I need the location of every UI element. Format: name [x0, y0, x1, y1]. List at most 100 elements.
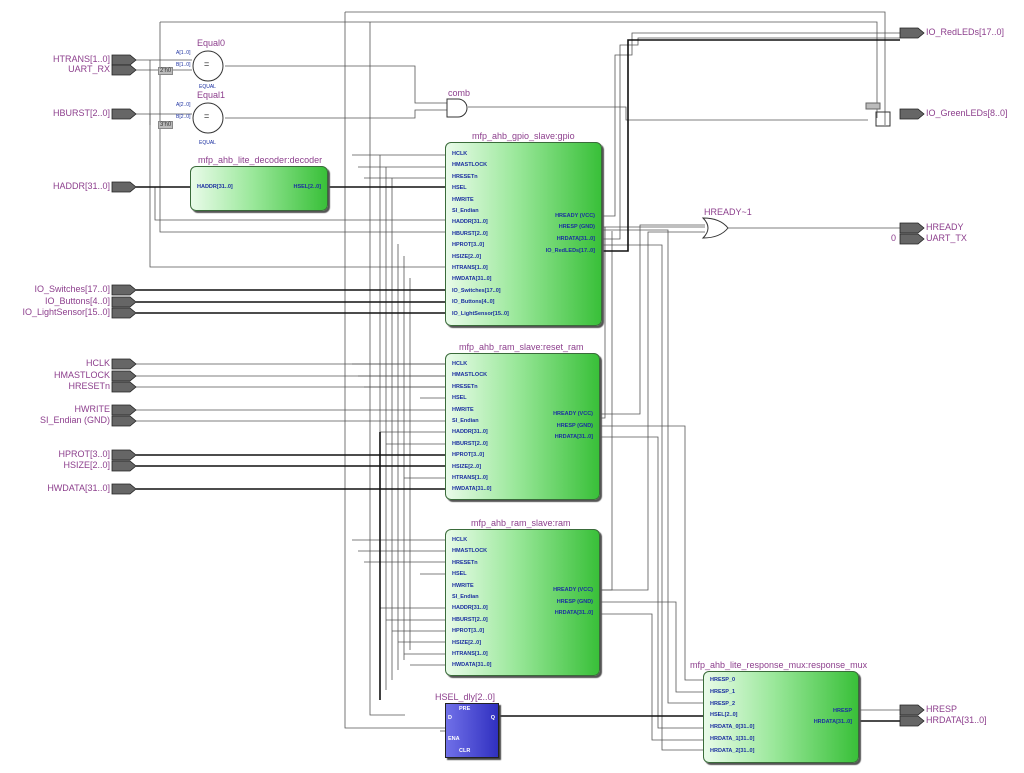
mux-input-port: HRESP_1 [710, 688, 736, 695]
gpio-input-port: HRESETn [452, 173, 478, 180]
reset-ram-input-port: HMASTLOCK [452, 372, 488, 379]
decoder-port-hsel: HSEL[2..0] [293, 184, 321, 190]
reset-ram-title: mfp_ahb_ram_slave:reset_ram [459, 342, 584, 352]
decoder-block[interactable]: HADDR[31..0] HSEL[2..0] [190, 166, 328, 211]
input-si-endian: SI_Endian (GND) [39, 415, 110, 425]
reset-ram-input-port: SI_Endian [452, 418, 479, 424]
gpio-output-port: HREADY (VCC) [555, 213, 595, 219]
hsel-dly-flop[interactable]: PRE D Q ENA CLR [445, 703, 499, 758]
mux-input-port: HRDATA_2[31..0] [710, 747, 755, 754]
reset-ram-input-port: HSIZE[2..0] [452, 463, 482, 470]
reset-ram-input-port: HPROT[3..0] [452, 452, 485, 459]
mux-output-port: HRDATA[31..0] [813, 719, 852, 725]
ram-input-port: HSIZE[2..0] [452, 639, 482, 646]
ram-input-port: HRESETn [452, 559, 478, 566]
equal0-port-b: B[1..0] [176, 62, 191, 68]
input-hsize: HSIZE[2..0] [63, 460, 110, 470]
output-hready: HREADY [926, 222, 964, 232]
equal1-symbol [192, 102, 224, 134]
mux-input-port: HRESP_2 [710, 700, 736, 707]
reset-ram-input-port: HADDR[31..0] [452, 429, 488, 436]
equal1-sub: EQUAL [199, 140, 216, 146]
equal1-const: 3'h0 [158, 121, 174, 129]
reset-ram-input-port: HBURST[2..0] [452, 440, 488, 447]
equal0-sub: EQUAL [199, 84, 216, 90]
ram-input-port: HCLK [452, 537, 468, 543]
gpio-input-port: HTRANS[1..0] [452, 265, 488, 271]
reset-ram-input-port: HRESETn [452, 383, 478, 390]
ram-input-port: HPROT[3..0] [452, 628, 485, 635]
mux-input-port: HSEL[2..0] [710, 712, 738, 719]
gpio-input-port: SI_Endian [452, 208, 479, 214]
equal0-symbol [192, 50, 224, 82]
gpio-input-port: HADDR[31..0] [452, 219, 488, 226]
gpio-input-port: HMASTLOCK [452, 162, 488, 169]
ram-output-port: HRDATA[31..0] [554, 610, 593, 616]
input-hprot: HPROT[3..0] [58, 449, 110, 459]
comb-and-gate [446, 98, 468, 118]
output-io-greenleds: IO_GreenLEDs[8..0] [926, 108, 1008, 118]
flop-port-clr: CLR [459, 748, 471, 754]
reset-ram-input-port: HWRITE [452, 406, 474, 413]
input-hmastlock: HMASTLOCK [53, 370, 110, 380]
ram-input-port: HTRANS[1..0] [452, 651, 488, 657]
mux-input-port: HRDATA_1[31..0] [710, 736, 755, 742]
hready-gate-title: HREADY~1 [704, 207, 752, 217]
gpio-output-port: HRESP (GND) [558, 224, 595, 230]
gpio-input-port: HSEL [452, 185, 467, 192]
ram-input-port: HWRITE [452, 582, 474, 589]
mux-input-port: HRDATA_0[31..0] [710, 724, 755, 731]
ram-input-port: HMASTLOCK [452, 548, 488, 555]
input-hburst: HBURST[2..0] [52, 108, 110, 118]
output-io-redleds: IO_RedLEDs[17..0] [926, 27, 1005, 37]
gpio-input-port: IO_LightSensor[15..0] [452, 310, 509, 317]
flop-port-ena: ENA [448, 736, 460, 742]
decoder-title: mfp_ahb_lite_decoder:decoder [198, 155, 323, 165]
gpio-input-port: IO_Buttons[4..0] [452, 299, 495, 306]
input-hclk: HCLK [85, 358, 110, 368]
gpio-input-port: HWRITE [452, 196, 474, 203]
flop-port-d: D [448, 715, 452, 721]
gpio-input-port: HWDATA[31..0] [452, 276, 492, 283]
hready-or-gate [701, 217, 729, 239]
input-htrans: HTRANS[1..0] [52, 54, 110, 64]
comb-title: comb [448, 88, 471, 98]
output-uart-tx: UART_TX [926, 233, 967, 243]
gpio-input-port: HSIZE[2..0] [452, 253, 482, 260]
equal0-symbol-text: = [204, 59, 210, 69]
reset-ram-input-port: HSEL [452, 395, 467, 402]
uart-tx-const: 0 [891, 233, 897, 243]
input-hresetn: HRESETn [68, 381, 110, 391]
equal0-const: 2'h0 [158, 67, 174, 75]
reset-ram-output-port: HRESP (GND) [556, 423, 593, 429]
input-io-buttons: IO_Buttons[4..0] [44, 296, 110, 306]
ram-input-port: HSEL [452, 571, 467, 578]
input-haddr: HADDR[31..0] [52, 181, 110, 191]
equal1-port-a: A[2..0] [176, 102, 191, 108]
gpio-input-port: HBURST[2..0] [452, 230, 488, 237]
gpio-output-port: HRDATA[31..0] [556, 236, 595, 242]
gpio-title: mfp_ahb_gpio_slave:gpio [472, 131, 575, 141]
gpio-input-port: HPROT[3..0] [452, 242, 485, 249]
flop-port-q: Q [490, 715, 495, 721]
reset-ram-output-port: HREADY (VCC) [553, 411, 593, 417]
reset-ram-input-port: HCLK [452, 361, 468, 367]
reset-ram-output-port: HRDATA[31..0] [554, 434, 593, 440]
input-hwrite: HWRITE [74, 404, 111, 414]
ram-input-port: HWDATA[31..0] [452, 662, 492, 669]
input-uart-rx: UART_RX [68, 64, 110, 74]
equal1-symbol-text: = [204, 111, 210, 121]
mux-output-port: HRESP [833, 708, 852, 714]
decoder-port-haddr: HADDR[31..0] [197, 184, 233, 190]
mux-input-port: HRESP_0 [710, 677, 736, 683]
ram-input-port: SI_Endian [452, 594, 479, 600]
output-hresp: HRESP [926, 704, 958, 714]
flop-port-pre: PRE [459, 706, 471, 712]
pin-arrows [111, 27, 925, 727]
input-hwdata: HWDATA[31..0] [47, 483, 110, 493]
